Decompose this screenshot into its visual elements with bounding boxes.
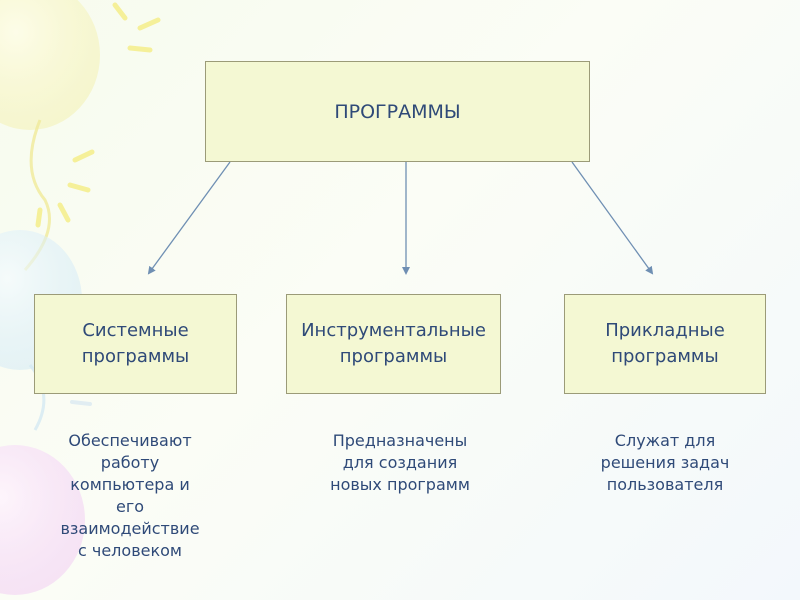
root-node-label: ПРОГРАММЫ (334, 100, 461, 123)
applied-programs-box: Прикладные программы (564, 294, 766, 394)
arrow-to-system (147, 161, 231, 275)
applied-programs-description: Служат для решения задач пользователя (600, 431, 730, 494)
applied-programs-label: Прикладные программы (605, 320, 725, 367)
yellow-balloon (0, 0, 100, 130)
root-node-box: ПРОГРАММЫ (205, 61, 590, 162)
tool-programs-label: Инструментальные программы (301, 320, 486, 367)
arrow-to-applied (571, 161, 654, 275)
pink-balloon (0, 445, 85, 595)
system-programs-box: Системные программы (34, 294, 237, 394)
tool-programs-description: Предназначены для создания новых програм… (330, 431, 470, 494)
tool-programs-box: Инструментальные программы (286, 294, 501, 394)
system-programs-description: Обеспечивают работу компьютера и его вза… (60, 431, 200, 560)
system-programs-label: Системные программы (81, 320, 190, 367)
